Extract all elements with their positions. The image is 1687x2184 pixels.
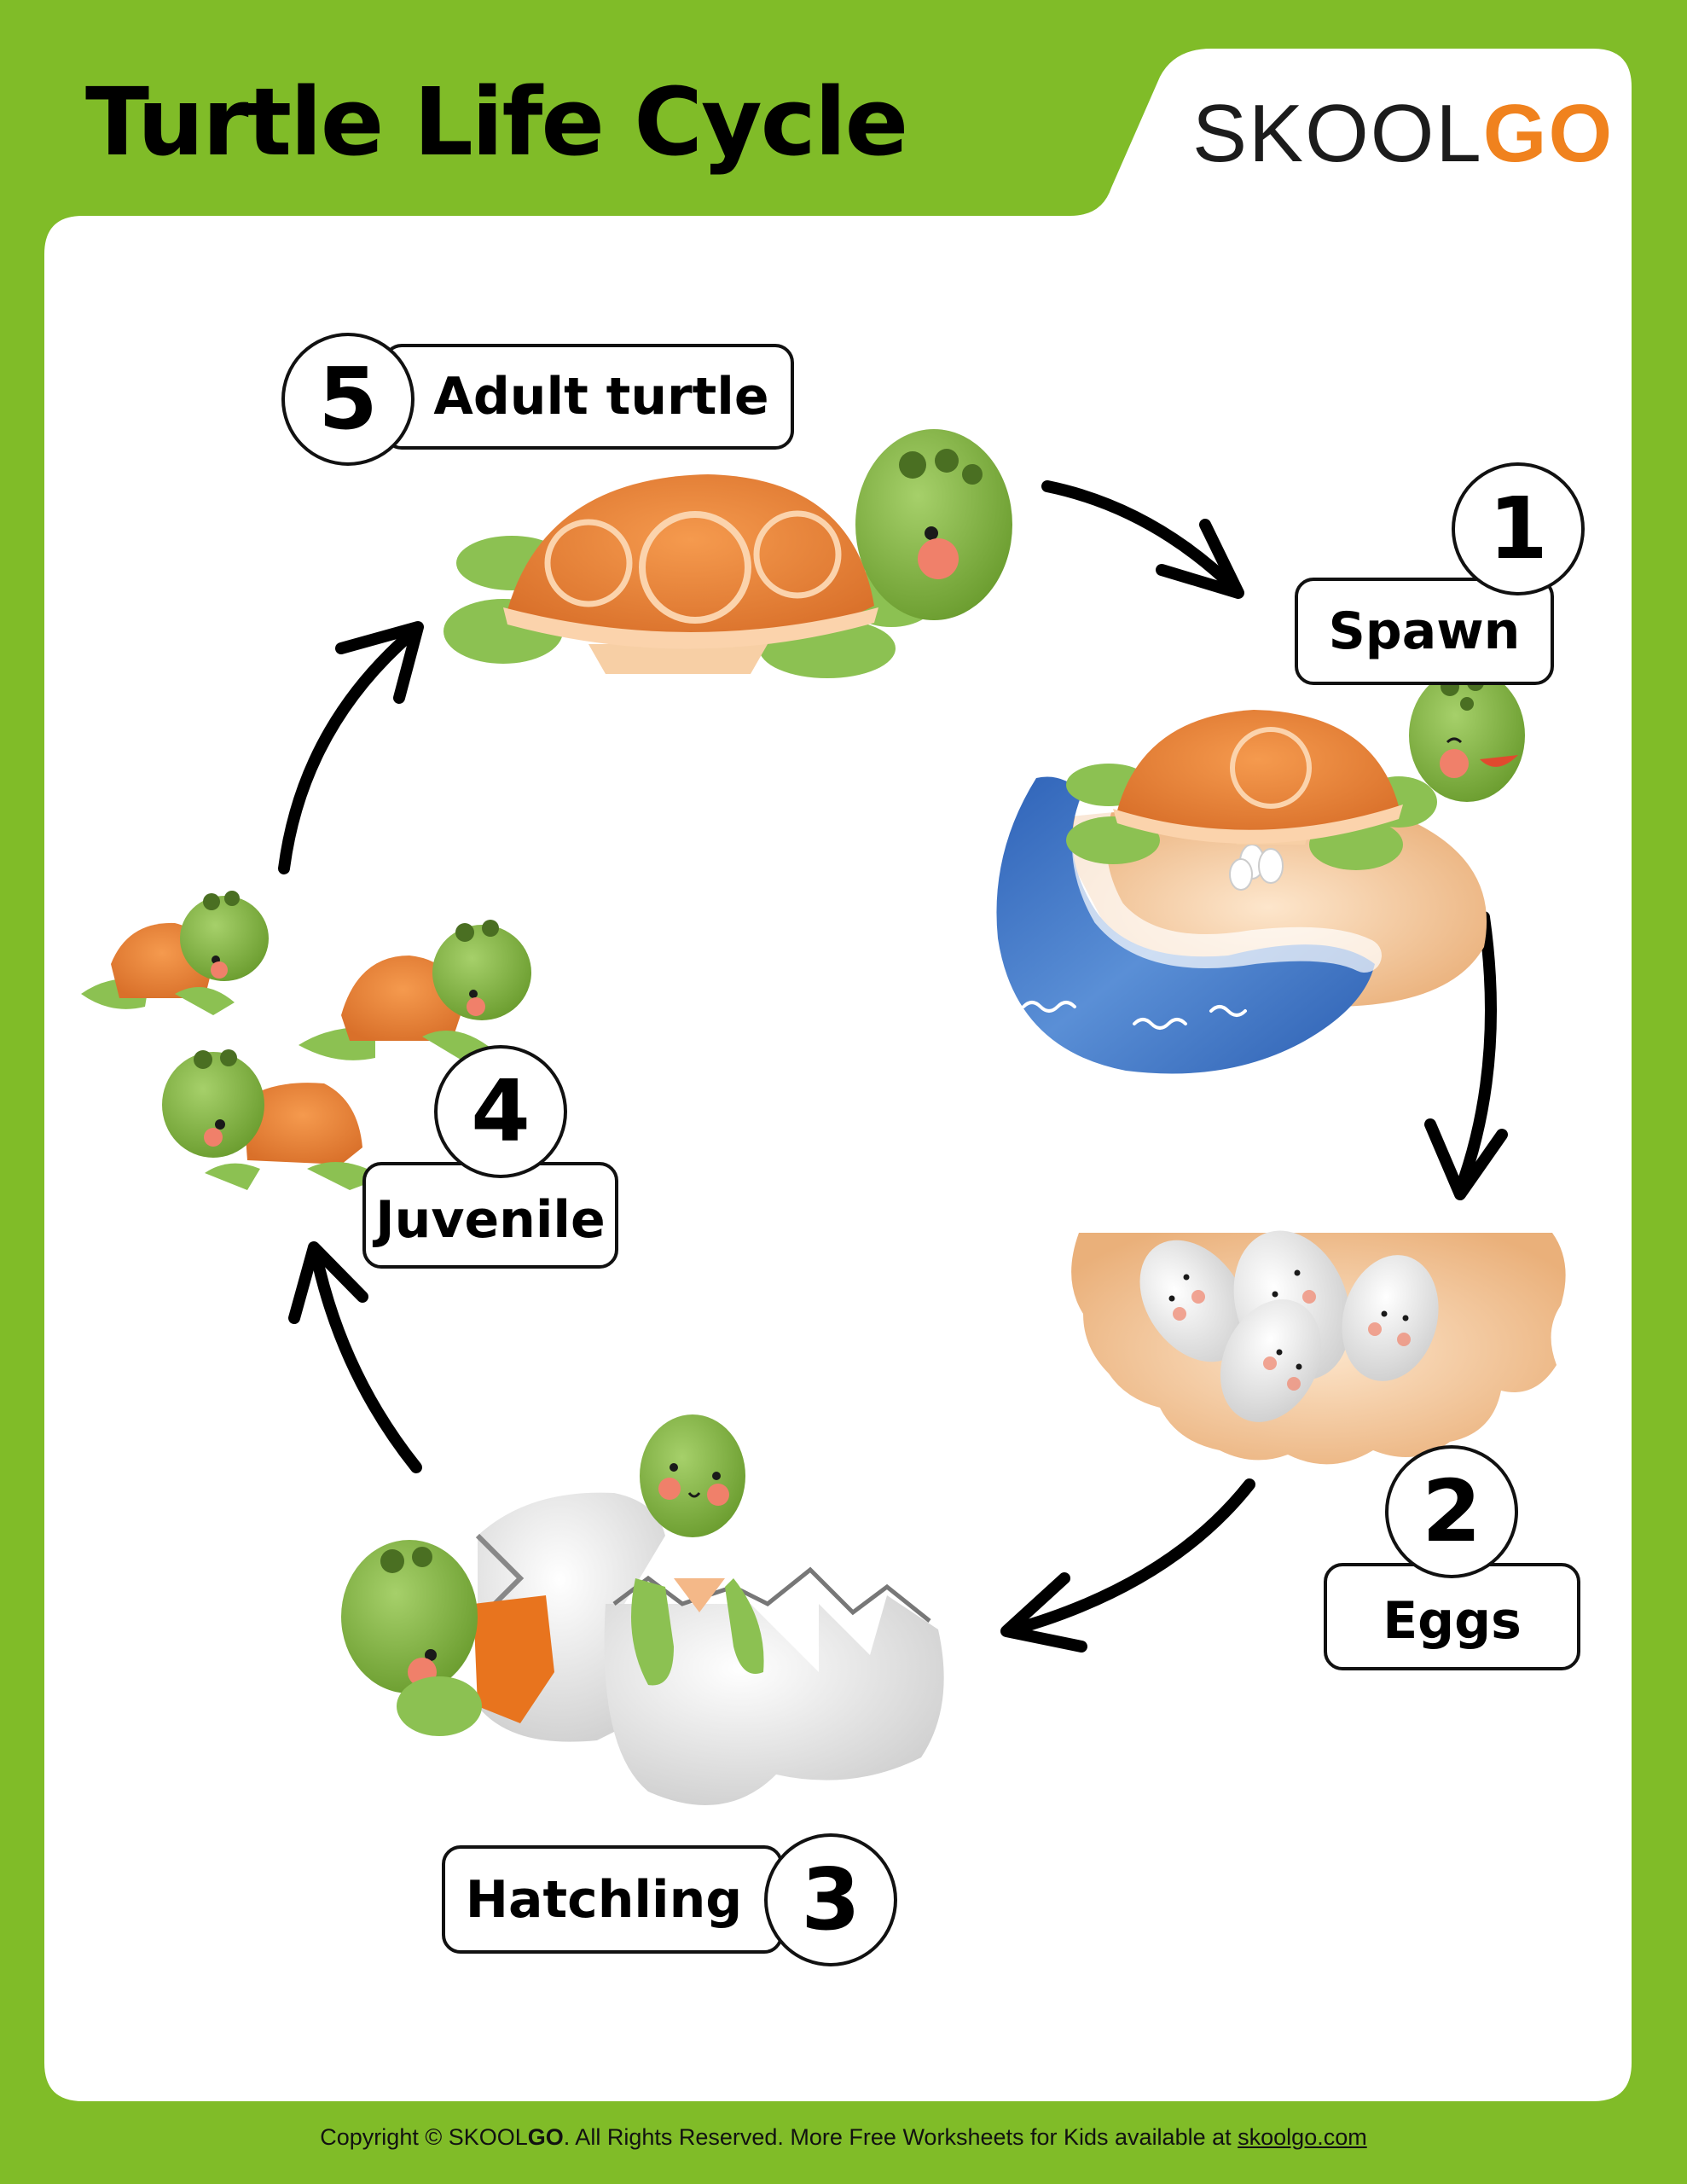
spawn-illustration: [996, 669, 1525, 1074]
arrow-1-to-2-icon: [1424, 911, 1508, 1200]
juvenile-illustration: [81, 891, 531, 1190]
arrow-5-to-1-icon: [1041, 480, 1244, 599]
stage-4-label-text: Juvenile: [375, 1189, 606, 1250]
skoolgo-logo: SKOOLGO: [1192, 92, 1614, 175]
hatchling-illustration: [341, 1414, 944, 1805]
skoolgo-link[interactable]: skoolgo.com: [1238, 2124, 1367, 2150]
stage-4-label: Juvenile: [362, 1162, 618, 1269]
stage-4-number: 4: [434, 1045, 567, 1178]
adult-turtle-illustration: [443, 429, 1012, 678]
stage-2-label-text: Eggs: [1383, 1591, 1522, 1651]
arrow-2-to-3-icon: [1000, 1478, 1255, 1653]
eggs-illustration: [1071, 1230, 1566, 1465]
arrow-4-to-5-icon: [278, 621, 424, 874]
stage-5-number: 5: [281, 333, 415, 466]
arrow-3-to-4-icon: [288, 1241, 422, 1473]
stage-2-label: Eggs: [1324, 1563, 1580, 1670]
juvenile-turtle-b: [299, 920, 531, 1062]
page-title: Turtle Life Cycle: [85, 67, 908, 177]
stage-3-label: Hatchling: [442, 1845, 783, 1954]
stage-3-label-text: Hatchling: [465, 1869, 743, 1930]
stage-1-label-text: Spawn: [1328, 601, 1521, 661]
stage-5-label: Adult turtle: [383, 344, 794, 450]
juvenile-turtle-c: [162, 1049, 384, 1190]
logo-text-go: GO: [1482, 88, 1615, 179]
stage-2-number: 2: [1385, 1445, 1518, 1578]
logo-text-skool: SKOOL: [1192, 88, 1483, 179]
stage-3-number: 3: [764, 1833, 897, 1966]
stage-1-number: 1: [1452, 462, 1585, 595]
footer-copyright: Copyright © SKOOLGO. All Rights Reserved…: [320, 2124, 1367, 2150]
stage-1-label: Spawn: [1295, 578, 1554, 685]
juvenile-turtle-a: [81, 891, 269, 1015]
stage-5-label-text: Adult turtle: [433, 367, 769, 427]
